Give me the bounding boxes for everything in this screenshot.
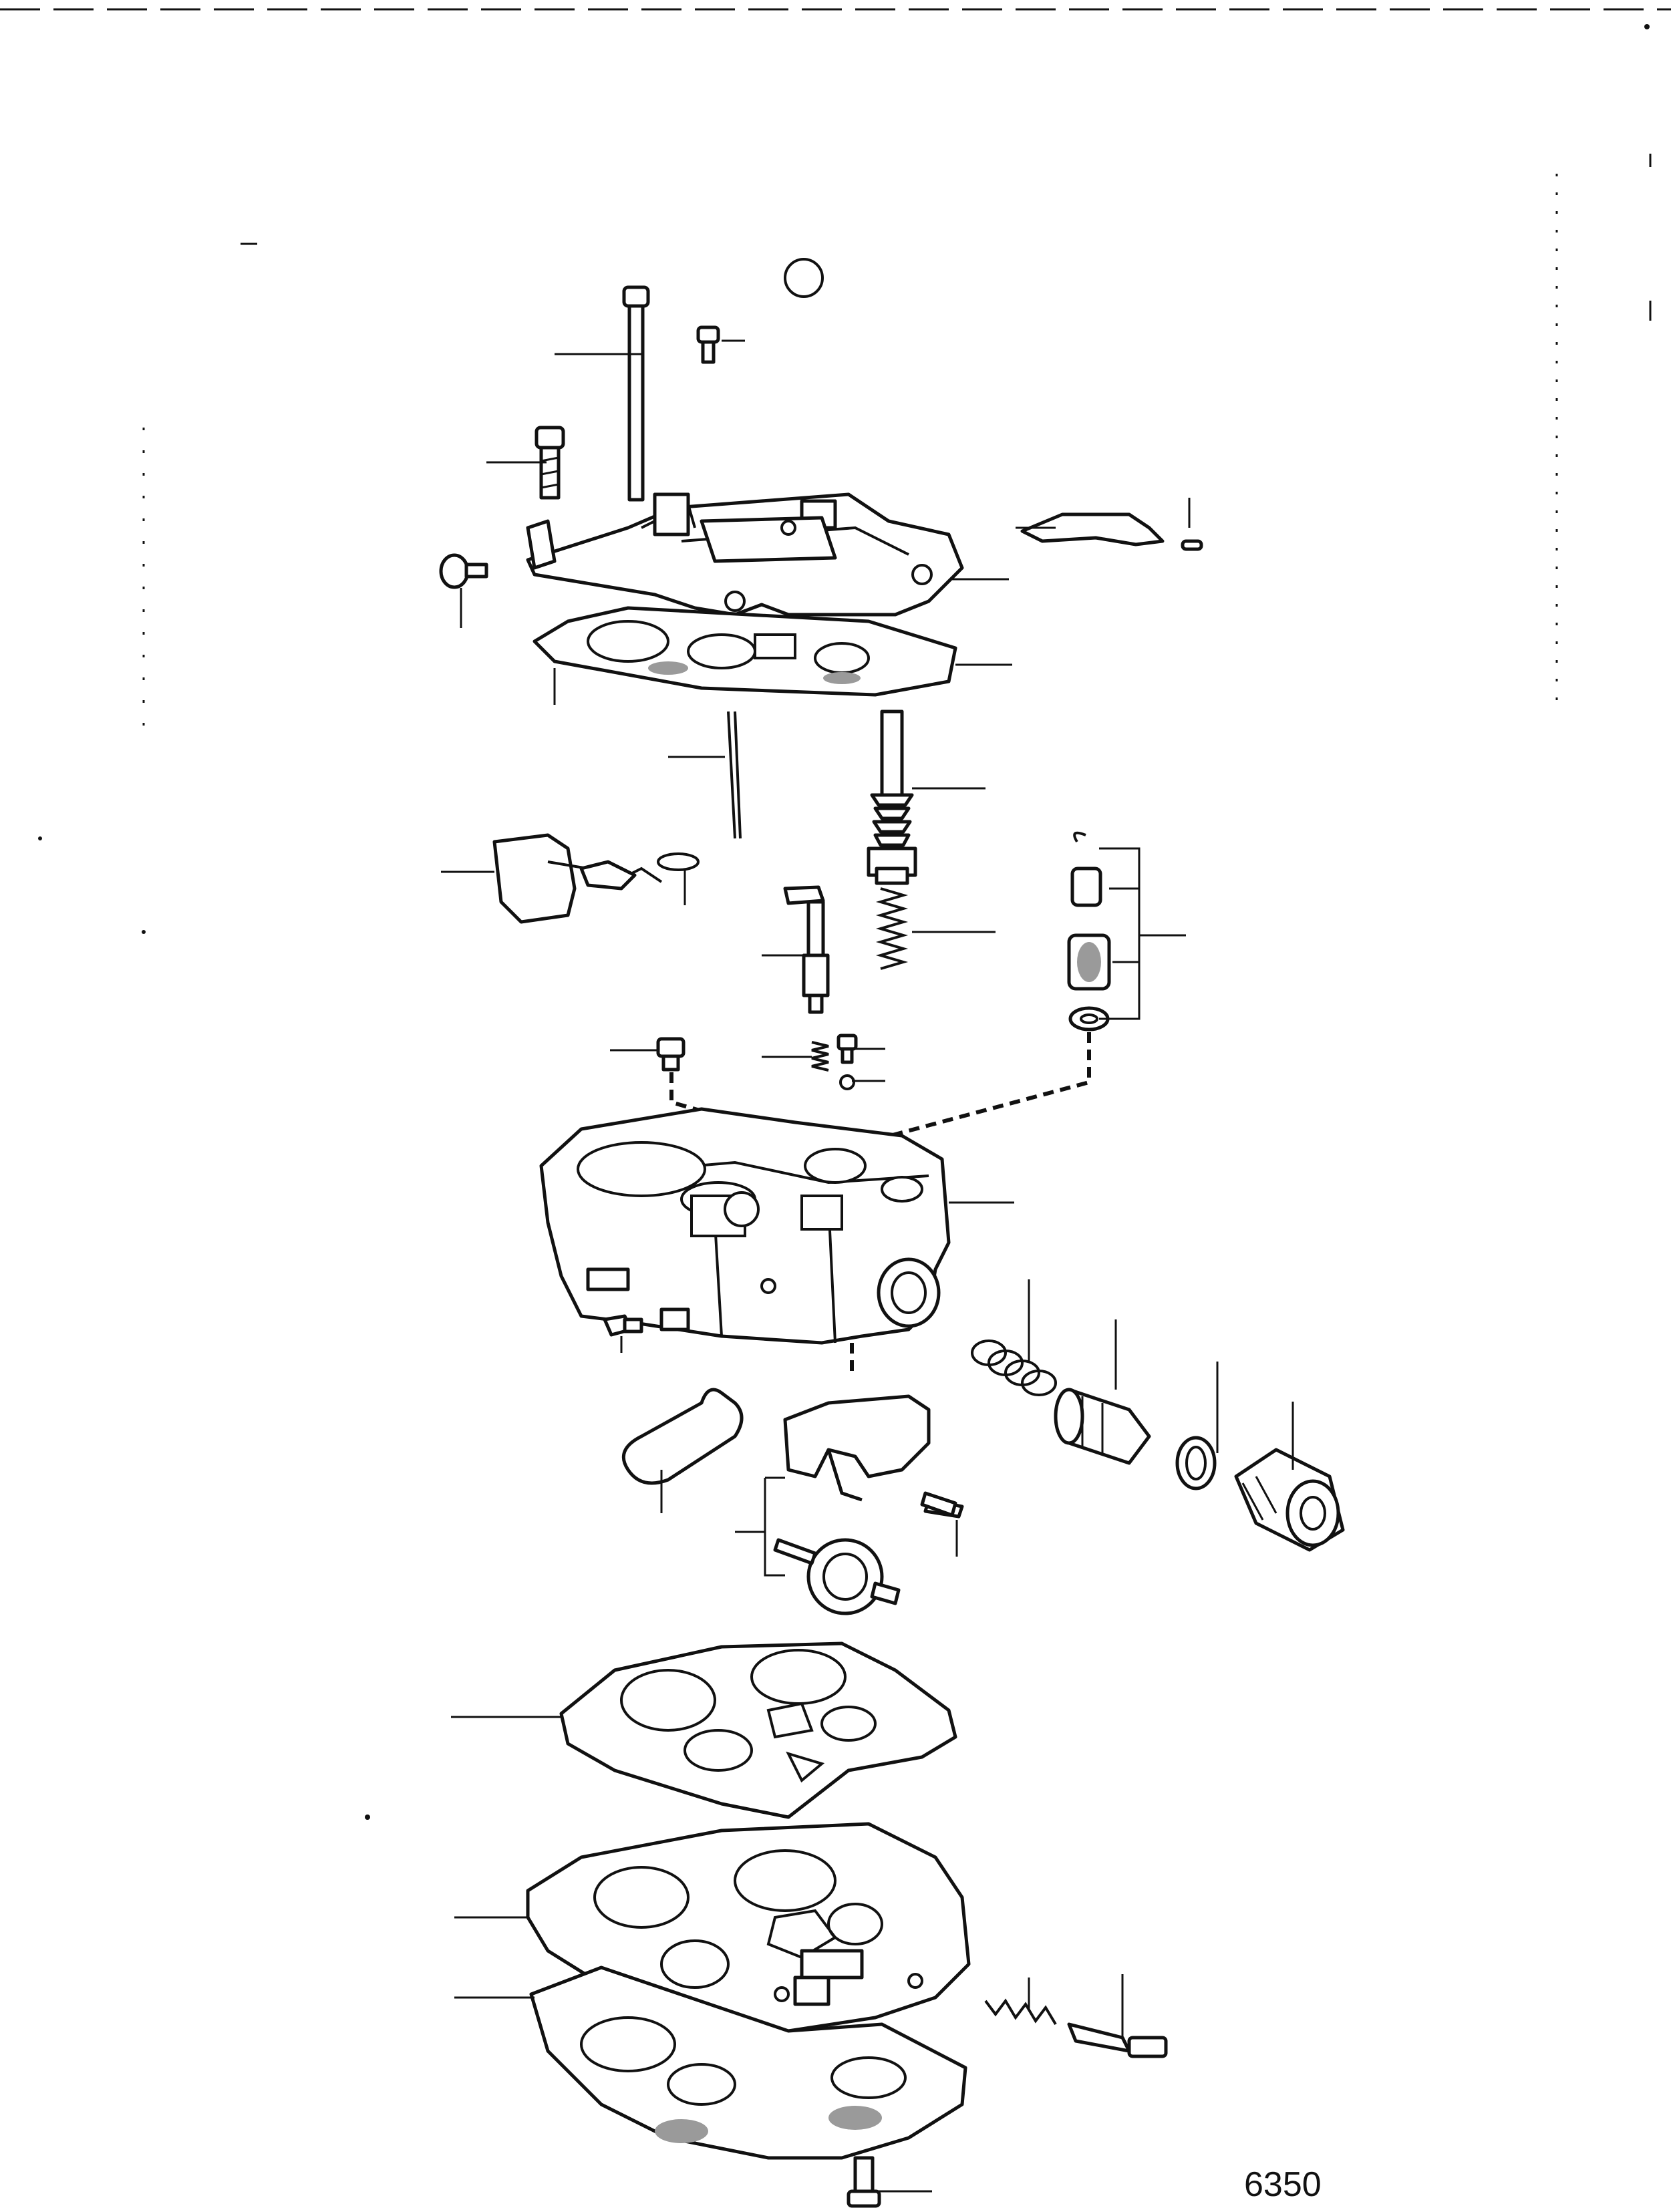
figure-number: 6350: [1244, 2165, 1322, 2204]
long-screw: [622, 285, 650, 502]
fuel-inlet-nut: [1234, 1448, 1345, 1552]
needle-and-seat: [656, 1034, 858, 1090]
vacuum-hose: [621, 1388, 744, 1485]
air-horn-cover: [526, 492, 964, 617]
air-horn-screw: [535, 426, 565, 500]
short-screw: [696, 325, 720, 364]
air-horn-gasket: [533, 606, 957, 697]
pump-return-spring: [875, 887, 909, 970]
float-valve-group: [1067, 831, 1111, 1032]
scan-dots: [38, 24, 1650, 1820]
choke-vacuum-break: [773, 1394, 964, 1615]
idle-spring: [984, 1998, 1057, 2026]
mounting-bolt: [847, 2156, 881, 2208]
filter-spring: [971, 1339, 1057, 1396]
slotted-screw: [439, 553, 488, 589]
leader-lines: [441, 339, 1294, 2193]
accelerator-pump-plunger: [867, 709, 917, 885]
idle-mixture-screw: [1067, 2022, 1168, 2058]
choke-screw: [920, 1491, 957, 1517]
float-assembly: [492, 833, 700, 924]
fuel-fitting: [603, 1314, 643, 1337]
fuel-filter: [1054, 1388, 1151, 1465]
power-piston: [783, 885, 830, 1014]
scan-edge-marks: [0, 8, 1671, 735]
throttle-body-gasket: [559, 1641, 957, 1819]
filter-gasket: [1175, 1436, 1217, 1490]
float-bowl: [539, 1107, 951, 1345]
metering-rod: [727, 711, 742, 839]
flange-gasket: [529, 1965, 967, 2160]
reference-circle: [784, 258, 824, 298]
pump-lever: [1020, 512, 1203, 551]
